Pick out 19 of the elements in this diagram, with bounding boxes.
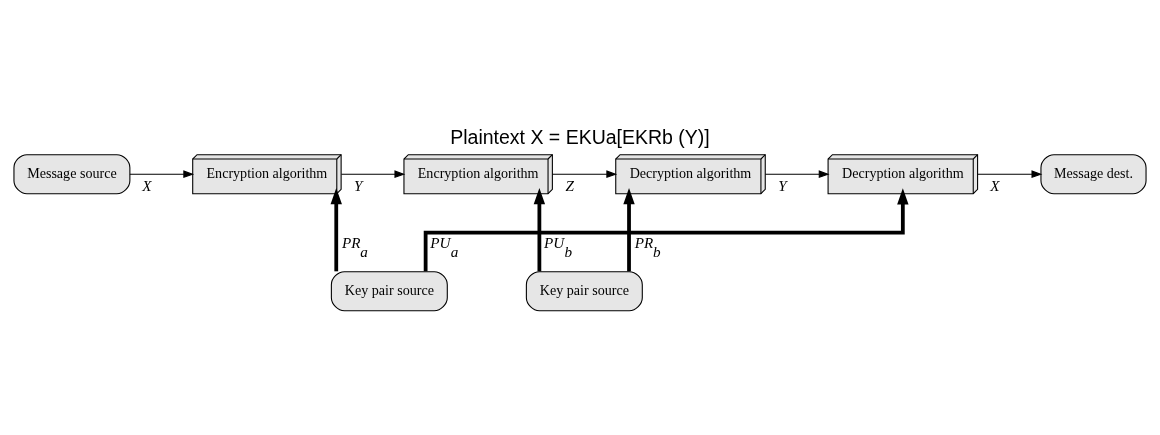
arrow	[129, 170, 195, 178]
arrow	[623, 187, 635, 272]
edge-label: X	[990, 177, 1000, 195]
arrow	[977, 170, 1043, 178]
arrow	[551, 170, 618, 178]
node-box: Message source	[13, 154, 131, 195]
arrow	[423, 188, 909, 272]
edge-label: Y	[778, 177, 787, 195]
node-box: Key pair source	[330, 271, 448, 312]
arrow	[330, 187, 342, 272]
edge-label: Y	[354, 177, 363, 195]
arrow	[764, 170, 830, 178]
arrow	[533, 188, 546, 272]
diagram-title: Plaintext X = EKUa[EKRb (Y)]	[450, 126, 710, 149]
arrow	[340, 170, 406, 178]
node-box: Message dest.	[1040, 154, 1147, 195]
node-box: Key pair source	[525, 271, 643, 312]
edge-label: X	[142, 177, 152, 195]
edge-label: Z	[565, 177, 575, 195]
